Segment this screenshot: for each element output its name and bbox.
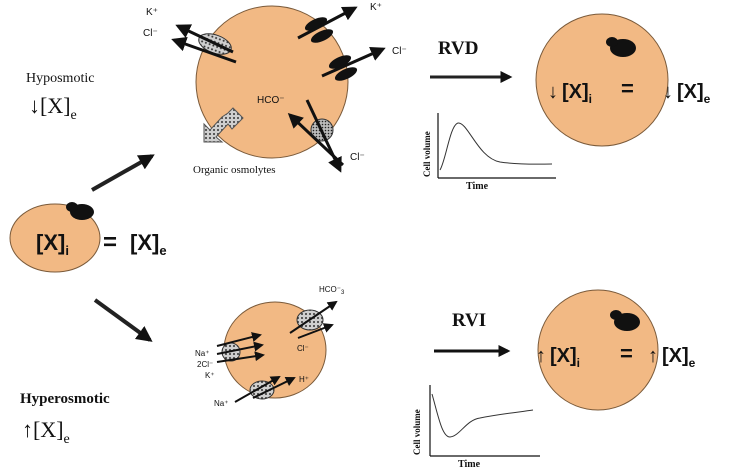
arrow-to-swollen-cell (91, 154, 155, 192)
ion-h: H⁺ (299, 375, 309, 384)
hyperosmotic-concentration: ↑[X]e (22, 417, 70, 447)
na-k-2cl-cotransporter (216, 332, 265, 363)
rvd-result-cell (535, 13, 669, 147)
ion-k-top-right: K⁺ (370, 2, 382, 13)
hyposmotic-label: Hyposmotic (26, 71, 94, 86)
rvd-plot-xlabel: Time (466, 181, 489, 192)
ion-k-top-left: K⁺ (146, 7, 158, 18)
rvd-plot-ylabel: Cell volume (422, 131, 432, 177)
chloride-channel-top-left (171, 24, 237, 64)
isotonic-outer-conc: [X]e (130, 230, 167, 258)
rvd-volume-plot (437, 113, 556, 179)
ion-cl-right: Cl⁻ (392, 46, 407, 57)
rvi-plot-ylabel: Cell volume (412, 409, 422, 455)
rvi-equals: = (620, 341, 633, 366)
ion-2cl: 2Cl⁻ (197, 360, 213, 369)
ion-k-shrunk: K⁺ (205, 371, 215, 380)
ion-na-bottom: Na⁺ (214, 399, 228, 408)
isotonic-equals: = (103, 229, 117, 256)
ion-cl-top-left: Cl⁻ (143, 28, 158, 39)
rvi-inner-conc: ↑[X]i (536, 345, 580, 370)
ion-cl-bottom: Cl⁻ (350, 152, 365, 163)
na-h-exchanger (234, 376, 296, 403)
rvd-label: RVD (438, 38, 479, 59)
rvi-label: RVI (452, 310, 486, 331)
svg-text:↓[X]e: ↓[X]e (29, 93, 77, 123)
potassium-channel-top-right (297, 6, 358, 43)
bicarbonate-chloride-exchanger-shrunk (289, 300, 338, 339)
svg-text:↑[X]e: ↑[X]e (22, 417, 70, 447)
rvd-volume-curve (439, 122, 553, 171)
ion-hco: HCO⁻ (257, 95, 285, 106)
down-arrow-glyph: ↓ (29, 93, 40, 118)
isotonic-inner-conc: [X]i (36, 230, 69, 258)
rvi-outer-conc: ↑[X]e (648, 345, 696, 370)
osmolyte-efflux-arrow (203, 107, 244, 143)
organic-osmolytes-label: Organic osmolytes (193, 164, 276, 176)
rvd-outer-conc: ↓[X]e (663, 81, 711, 106)
bicarbonate-chloride-exchanger (287, 99, 345, 173)
rvd-equals: = (621, 76, 634, 101)
rvi-volume-plot (429, 385, 540, 457)
hyperosmotic-label: Hyperosmotic (20, 391, 110, 407)
ion-hco3: HCO⁻3 (319, 285, 345, 296)
ion-na: Na⁺ (195, 349, 209, 358)
rvi-volume-curve (431, 393, 534, 438)
isotonic-cell (9, 202, 101, 273)
chloride-channel-right (321, 46, 386, 81)
arrow-to-shrunk-cell (93, 298, 153, 342)
up-arrow-glyph: ↑ (22, 417, 33, 442)
rvi-result-cell (537, 289, 659, 411)
rvi-plot-xlabel: Time (458, 459, 481, 470)
hyposmotic-concentration: ↓[X]e (29, 93, 77, 123)
ion-cl-shrunk: Cl⁻ (297, 344, 309, 353)
rvd-inner-conc: ↓[X]i (548, 81, 592, 106)
